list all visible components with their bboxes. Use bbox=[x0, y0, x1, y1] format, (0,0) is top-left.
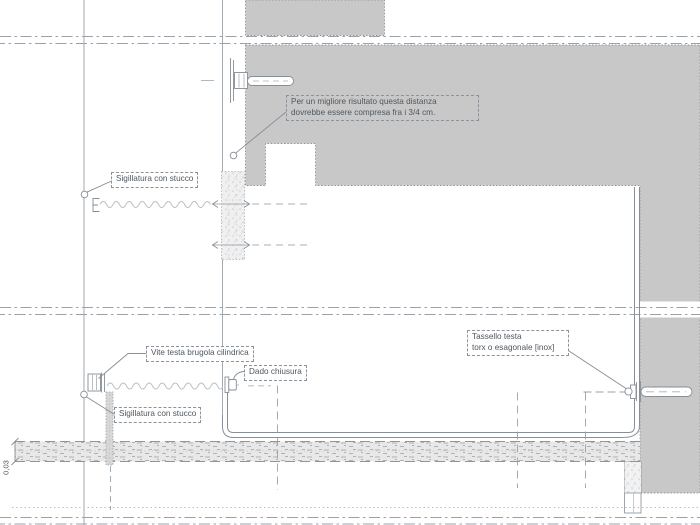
callout-sealant-top: Sigillatura con stucco bbox=[111, 172, 199, 188]
centerline-top bbox=[0, 35, 700, 45]
callout-anchor-line1: Tassello testa bbox=[472, 332, 522, 341]
callout-anchor-line2: torx o esagonale [inox] bbox=[472, 342, 555, 352]
callout-screw-label: Vite testa brugola cilindrica bbox=[151, 348, 249, 357]
mullion-strip-lower bbox=[105, 391, 114, 466]
frame-profile bbox=[222, 187, 640, 438]
callout-sealant-bottom: Sigillatura con stucco bbox=[114, 407, 202, 423]
callout-distance-note-line2: dovrebbe essere compresa fra i 3/4 cm. bbox=[291, 107, 436, 117]
leader-lines bbox=[86, 111, 627, 415]
callout-sealant-bottom-label: Sigillatura con stucco bbox=[119, 409, 197, 418]
leader-circles bbox=[80, 151, 633, 399]
wall-section-main bbox=[245, 44, 700, 494]
joint-crossing-lines bbox=[211, 200, 310, 249]
sealant-wave-top bbox=[99, 201, 211, 208]
slab-band bbox=[14, 440, 640, 463]
centerline-middle bbox=[0, 306, 700, 316]
centerline-bottom bbox=[0, 516, 700, 525]
bracket-bottom-right bbox=[624, 461, 642, 514]
callout-anchor: Tassello testa torx o esagonale [inox] bbox=[467, 330, 569, 357]
anchor-assembly bbox=[517, 381, 693, 488]
sealant-clip-symbol bbox=[92, 198, 100, 212]
callout-nut-label: Dado chiusura bbox=[249, 367, 302, 376]
dimension-ticks bbox=[11, 437, 19, 466]
callout-nut: Dado chiusura bbox=[244, 365, 307, 381]
centerline-mask bbox=[639, 301, 700, 318]
callout-screw: Vite testa brugola cilindrica bbox=[146, 346, 254, 362]
wall-section-top-block bbox=[245, 0, 385, 36]
nut-assembly bbox=[224, 376, 239, 393]
hidden-edge-dashes bbox=[110, 385, 278, 510]
bolt-top bbox=[201, 58, 294, 103]
callout-sealant-top-label: Sigillatura con stucco bbox=[116, 174, 194, 183]
callout-distance-note: Per un migliore risultato questa distanz… bbox=[286, 95, 479, 122]
panel-strip-upper bbox=[221, 171, 245, 260]
dimension-slab-thickness: 0,03 bbox=[1, 460, 11, 475]
callout-distance-note-line1: Per un migliore risultato questa distanz… bbox=[291, 97, 437, 106]
sealant-wave-bottom bbox=[106, 382, 223, 390]
